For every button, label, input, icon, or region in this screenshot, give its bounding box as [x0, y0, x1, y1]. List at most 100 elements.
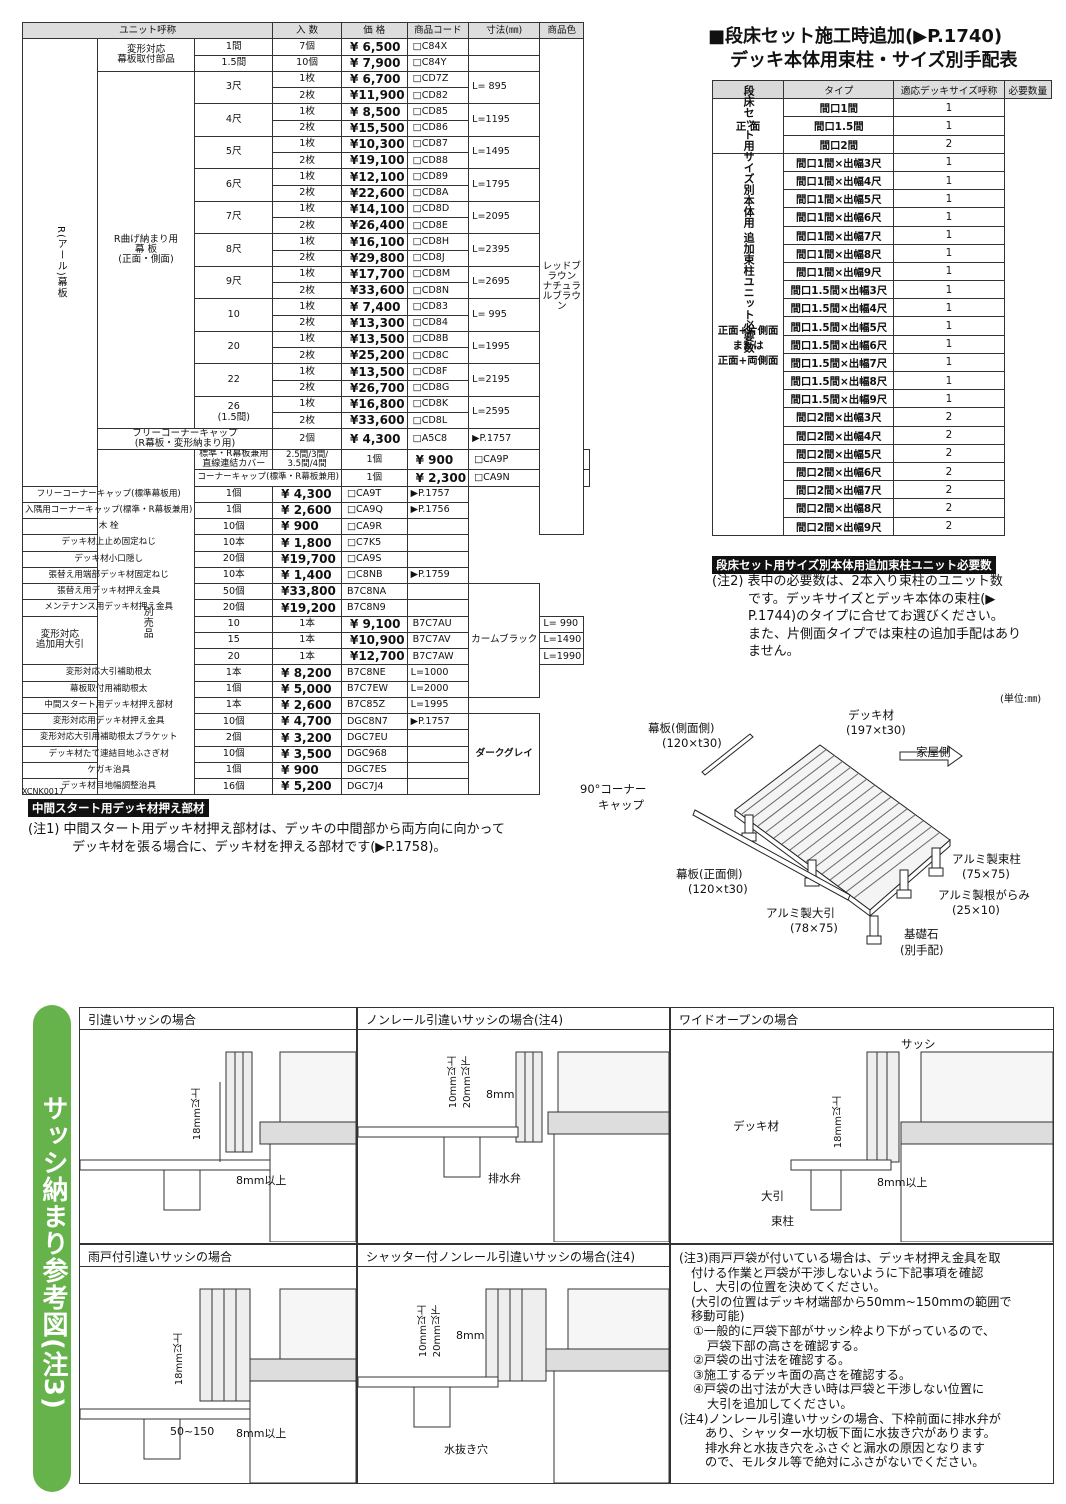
p2-label-3: 8mm	[486, 1088, 515, 1101]
panel-amado: 雨戸付引違いサッシの場合 18mm以上 50~150 8mm以上	[79, 1244, 357, 1484]
henkei-name: 変形対応 幕板取付部品	[96, 38, 196, 72]
dim-cell: ▶P.1757	[468, 428, 541, 451]
qty-cell: 1	[893, 316, 1005, 336]
hyojun-sub: 2.5間/3間/ 3.5間/4間	[272, 449, 342, 471]
qty-cell: 1	[893, 352, 1005, 373]
dim-cell	[468, 38, 541, 56]
price-cell: ¥14,100	[340, 200, 408, 219]
color-3: ダークグレイ	[468, 712, 541, 796]
size-cell: 間口2間×出幅3尺	[783, 407, 895, 427]
note3-line: ので、モルタル等で絶対にふさがないでください。	[705, 1455, 985, 1470]
price-cell: ¥16,100	[340, 233, 408, 251]
price-cell: ¥17,700	[340, 265, 408, 284]
code-cell: □CD8L	[406, 411, 470, 430]
code-cell: □CA9Q	[340, 501, 408, 520]
dim-cell: L=1995	[406, 696, 470, 715]
item-name: 入隅用コーナーキャップ(標準・R幕板兼用)	[21, 501, 196, 520]
panel-wideopen: ワイドオープンの場合 サッシ デッキ材 18mm以上 8mm以上 大引 束柱	[670, 1007, 1054, 1244]
note3-line: ③施工するデッキ面の高さを確認する。	[693, 1367, 912, 1382]
price-cell: ¥22,600	[340, 184, 408, 202]
th-unit: ユニット呼称	[21, 21, 274, 40]
note3-line: し、大引の位置を決めてください。	[691, 1280, 886, 1295]
qty-cell: 10個	[194, 712, 274, 731]
qty-cell: 1	[893, 189, 1005, 209]
qty-cell: 1個	[194, 761, 274, 780]
size-cell: 間口2間×出幅6尺	[783, 461, 895, 482]
note2: (注2) 表中の必要数は、2本入り束柱のユニット数です。デッキサイズとデッキ本体…	[712, 573, 1021, 661]
group-r-label: R(アール)幕板	[22, 38, 98, 487]
qty-cell: 1	[893, 98, 1005, 118]
lbl-makuita-front-dim: (120×t30)	[688, 882, 748, 896]
code-cell: □CD8H	[406, 233, 470, 251]
rt-side-label: 段床セット用サイズ別本体用 追加束柱ユニット必要数	[711, 79, 785, 353]
size-cell: 間口1.5間×出幅5尺	[783, 316, 895, 336]
qty-cell: 1	[893, 243, 1005, 263]
code-cell: □CD8A	[406, 184, 470, 202]
size-cell: 間口1間×出幅3尺	[783, 152, 895, 172]
price-cell: ¥19,700	[272, 550, 342, 568]
dim-cell: L=2195	[468, 363, 541, 397]
price-cell: ¥ 4,300	[340, 428, 408, 451]
item-name: 張替え用端部デッキ材固定ねじ	[21, 566, 196, 585]
price-cell: ¥ 4,300	[272, 485, 342, 503]
price-cell: ¥33,600	[340, 281, 408, 300]
code-cell: □CD8F	[406, 363, 470, 381]
color-1: レッドブラウン ナチュラルブラウン	[539, 38, 585, 536]
price-cell: ¥ 5,200	[272, 777, 342, 796]
dim-cell: L=1490	[539, 631, 585, 650]
note3-line: ①一般的に戸袋下部がサッシ枠より下がっているので、	[693, 1323, 996, 1338]
qty-cell: 1	[893, 389, 1005, 409]
table-row: 2枚¥33,600□CD8L	[23, 411, 590, 430]
rmagari-size: 22	[194, 363, 274, 397]
price-cell: ¥29,800	[340, 249, 408, 267]
rmagari-size: 26 (1.5間)	[194, 395, 274, 430]
size-cell: 間口1.5間	[783, 116, 895, 136]
rmagari-size: 6尺	[194, 168, 274, 202]
qty-cell: 1	[893, 207, 1005, 227]
qty-cell: 16個	[194, 777, 274, 796]
lbl-tsuka-dim: (75×75)	[962, 867, 1010, 881]
qty-cell: 2	[893, 461, 1005, 482]
dim-cell	[406, 745, 470, 763]
dim-cell: L=2095	[468, 200, 541, 235]
item-name: デッキ材小口隠し	[21, 550, 196, 568]
size-cell: 間口2間×出幅8尺	[783, 498, 895, 518]
sash-side-tab: サッシ納まり参考図(注3)	[33, 1005, 71, 1492]
ohbiki-name: 変形対応 追加用大引	[22, 615, 98, 666]
qty-cell: 7個	[272, 38, 342, 56]
note3-line: ②戸袋の出寸法を確認する。	[693, 1353, 851, 1368]
price-cell: ¥ 5,000	[272, 680, 342, 698]
lbl-kiso: 基礎石	[904, 927, 939, 941]
dim-cell	[406, 582, 470, 601]
qty-cell: 1枚	[272, 330, 342, 349]
note3-line: 戸袋下部の高さを確認する。	[707, 1338, 866, 1353]
qty-cell: 1枚	[272, 135, 342, 154]
qty-cell: 1	[893, 370, 1005, 391]
dim-cell: L=1495	[468, 135, 541, 170]
dim-cell: L=2595	[468, 395, 541, 430]
size-cell: 間口2間×出幅5尺	[783, 443, 895, 463]
code-cell: □CD88	[406, 151, 470, 170]
qty-cell: 2	[893, 134, 1005, 154]
panel-nonrail-title: ノンレール引違いサッシの場合(注4)	[358, 1008, 669, 1030]
qty-cell: 1枚	[272, 200, 342, 219]
size-cell: 間口1間×出幅4尺	[783, 170, 895, 191]
price-cell: ¥ 900	[272, 517, 342, 536]
code-cell: □CD8K	[406, 395, 470, 414]
rmagari-name: R曲げ納まり用 幕 板 (正面・側面)	[96, 70, 196, 430]
qty-cell: 2枚	[272, 346, 342, 365]
henkei-sub: 1間	[194, 38, 274, 56]
code-cell: □CD8M	[406, 265, 470, 284]
lbl-negarami-dim: (25×10)	[952, 903, 1000, 917]
hyojun-name: 標準・R幕板兼用 直線連結カバー	[194, 449, 274, 471]
p5-label-3: 8mm	[456, 1329, 485, 1342]
price-cell: ¥ 4,700	[272, 712, 342, 731]
